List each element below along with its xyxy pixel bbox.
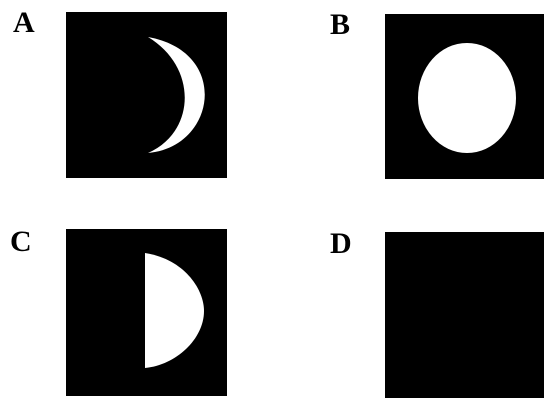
panel-a-waxing-crescent [66,12,227,178]
half-moon-icon [66,229,227,396]
full-moon-icon [385,14,544,179]
crescent-shape [148,37,205,153]
full-moon-shape [418,43,516,153]
crescent-moon-icon [66,12,227,178]
panel-d-label: D [330,229,352,259]
panel-d-new-moon [385,232,544,398]
panel-c-first-quarter [66,229,227,396]
panel-c-label: C [10,227,32,257]
panel-a-label: A [13,8,35,38]
panel-b-label: B [330,10,350,40]
panel-b-full-moon [385,14,544,179]
half-moon-shape [145,253,204,368]
